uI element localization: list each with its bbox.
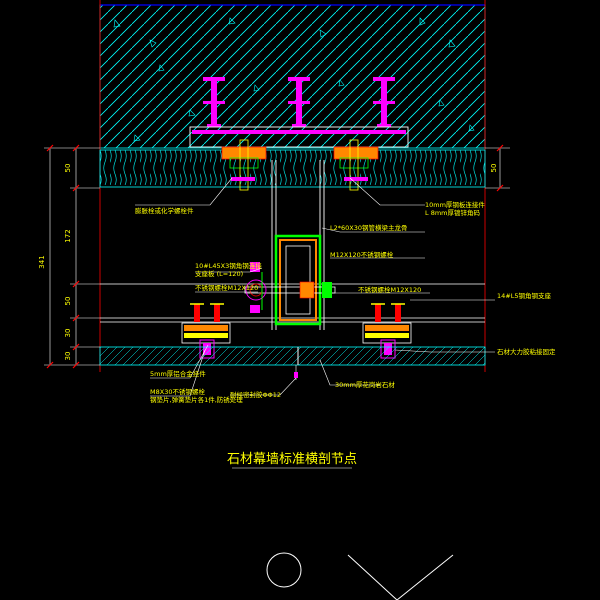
- label-bolt-left: 不锈钢螺栓M12X120: [195, 283, 258, 292]
- leader-lines: [135, 177, 495, 397]
- embedded-anchors: [203, 77, 395, 127]
- label-granite: 30mm厚花岗岩石材: [335, 380, 395, 389]
- label-bolt-right: 不锈钢螺栓M12X120: [358, 285, 421, 294]
- section-triangle-symbol: [347, 554, 454, 600]
- label-bolt-note-line2: 钢垫片,弹簧垫片各1件,防锈处理: [150, 395, 243, 404]
- dim-right: 50: [490, 164, 498, 173]
- panel-lines: [100, 283, 485, 323]
- anchor-1: [203, 77, 225, 127]
- embedded-plate: [189, 126, 409, 148]
- label-angle-left-line1: 10#L45X3钢角钢连接: [195, 261, 262, 270]
- dim-3: 50: [64, 297, 72, 306]
- dim-5: 30: [64, 352, 72, 361]
- dim-1: 50: [64, 164, 72, 173]
- drawing-title: 石材幕墙标准横剖节点: [227, 452, 357, 467]
- label-steel-plate: 10mm厚钢板连接件 L 8mm厚镀锌角码: [425, 200, 487, 217]
- top-bolts: [221, 139, 379, 191]
- label-aluminum: 5mm厚铝合金挂件: [150, 369, 206, 378]
- label-bolt-note-line1: M8X30不锈钢螺栓: [150, 387, 205, 396]
- insulation-layer: [99, 149, 486, 188]
- section-circle-symbol: [266, 552, 302, 588]
- right-dimension: [485, 144, 510, 192]
- dim-4: 30: [64, 329, 72, 338]
- dim-2: 172: [64, 229, 72, 242]
- dim-overall: 341: [38, 255, 46, 268]
- label-sealant: 耐候密封胶ΦΦ12: [230, 390, 281, 399]
- granite-panel: [99, 346, 486, 380]
- label-bolt-main: M12X120不锈钢螺栓: [330, 250, 394, 259]
- transom-box: [274, 234, 322, 326]
- anchor-2: [288, 77, 310, 127]
- left-dimensions: [44, 144, 100, 369]
- label-angle-left-line2: 支座板 (L=120): [195, 269, 243, 278]
- anchor-3: [373, 77, 395, 127]
- label-fixing: 石材大力胶粘接固定: [497, 347, 556, 356]
- label-vertical-bar: L2*60X30钢管横梁主龙骨: [330, 223, 408, 232]
- label-steel-plate-line2: L 8mm厚镀锌角码: [425, 208, 480, 217]
- label-steel-plate-line1: 10mm厚钢板连接件: [425, 200, 485, 209]
- label-angle-left: 10#L45X3钢角钢连接 支座板 (L=120): [195, 261, 264, 278]
- label-anchor: 膨胀栓或化学螺栓件: [135, 206, 194, 215]
- label-stone-plate: 14#L5钢角钢支座: [497, 291, 551, 300]
- label-bolt-note: M8X30不锈钢螺栓 钢垫片,弹簧垫片各1件,防锈处理: [150, 387, 243, 404]
- transom-bolt: [244, 262, 336, 313]
